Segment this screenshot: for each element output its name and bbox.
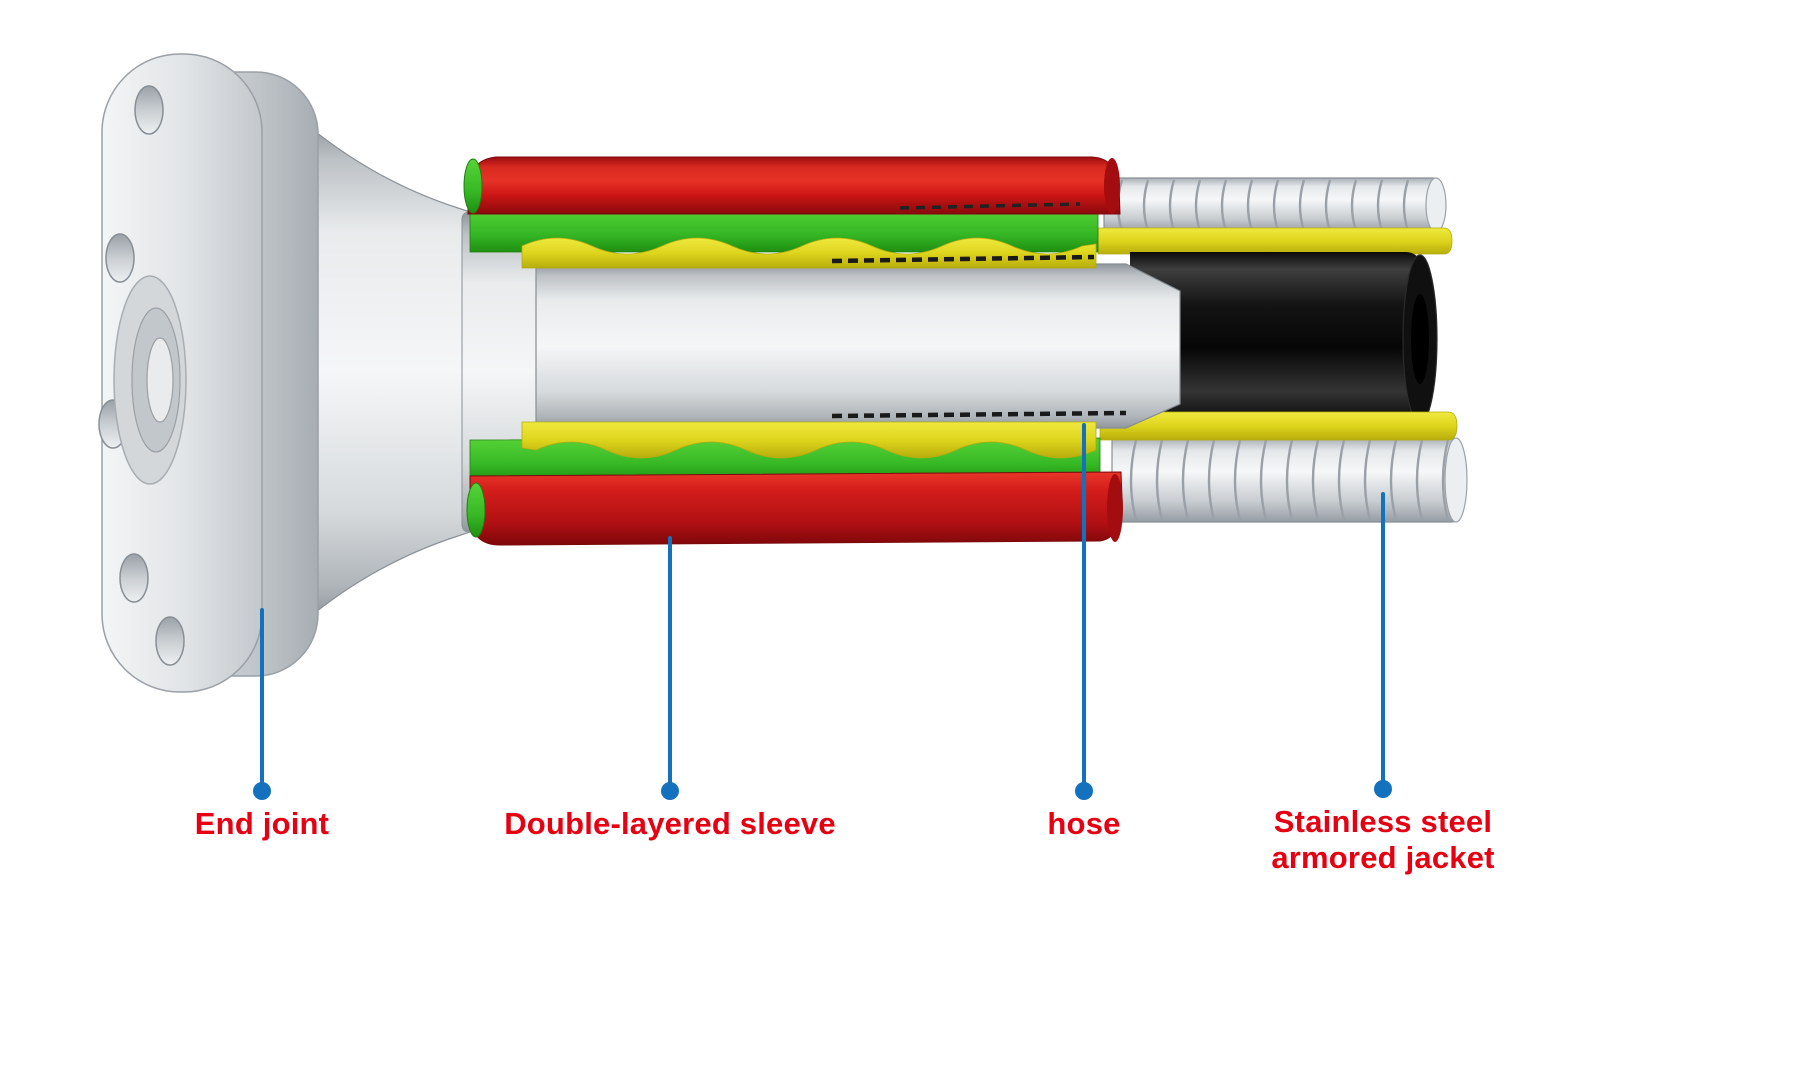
crimp-serration-top (831, 254, 1095, 264)
sleeve-green-cap-top (463, 158, 483, 214)
tube-body (535, 263, 1181, 429)
sleeve-red-top-end-rim (1104, 158, 1120, 214)
leader-line-end-joint (260, 608, 264, 794)
double-layered-sleeve (463, 156, 1127, 546)
sleeve-red-top (467, 156, 1121, 215)
liner-yellow-top (1097, 227, 1453, 255)
label-double-layered-sleeve: Double-layered sleeve (504, 806, 836, 841)
jacket-bottom-end-cap (1444, 437, 1468, 523)
leader-line-hose (1082, 423, 1086, 794)
bolt-hole (119, 553, 149, 603)
bolt-hole (134, 85, 164, 135)
label-hose: hose (1047, 806, 1121, 841)
sleeve-green-cap-bottom (466, 482, 486, 538)
hose-body (1130, 252, 1434, 426)
leader-dot-armored-jacket (1374, 780, 1392, 798)
label-armored-jacket: Stainless steel armored jacket (1271, 804, 1495, 875)
end-joint-neck (305, 122, 471, 622)
crimp-serration-green-top (899, 202, 1081, 210)
jacket-bottom-ribs (1129, 439, 1450, 521)
end-joint-flange (98, 53, 471, 693)
leader-dot-hose (1075, 782, 1093, 800)
hose-end-bore (1411, 294, 1429, 384)
hose-layer (1099, 252, 1458, 441)
leader-line-armored-jacket (1381, 492, 1385, 792)
liner-yellow-bottom (1099, 411, 1458, 441)
sleeve-red-bottom (469, 471, 1123, 546)
hub-bore (146, 337, 174, 423)
sleeve-yellow-bottom (521, 421, 1097, 459)
bolt-hole (155, 616, 185, 666)
sleeve-red-bottom-end-rim (1107, 474, 1123, 542)
armored-jacket (1097, 177, 1468, 523)
leader-dot-double-layered-sleeve (661, 782, 679, 800)
leader-line-double-layered-sleeve (668, 536, 672, 794)
label-end-joint: End joint (194, 806, 330, 841)
crimp-serration-bottom (831, 410, 1127, 419)
leader-dot-end-joint (253, 782, 271, 800)
jacket-top-end-cap (1425, 177, 1447, 233)
bolt-hole (105, 233, 135, 283)
